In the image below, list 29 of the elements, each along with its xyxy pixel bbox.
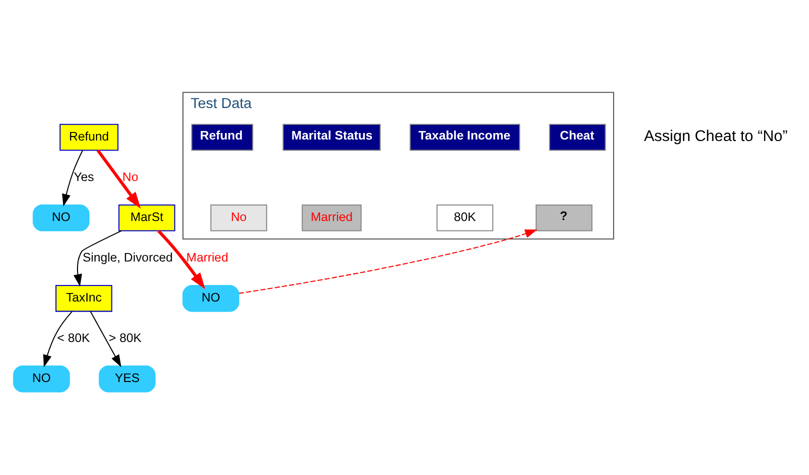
node-box: Marital Status bbox=[282, 123, 380, 150]
node-box: NO bbox=[12, 365, 70, 392]
node-box: ? bbox=[535, 204, 592, 231]
label: Assign Cheat to “No” bbox=[643, 127, 788, 144]
arrow bbox=[42, 310, 72, 367]
arrow bbox=[96, 148, 140, 208]
node-box: Cheat bbox=[548, 123, 606, 150]
edge-label: > 80K bbox=[108, 330, 141, 344]
arrow bbox=[156, 229, 205, 289]
node-box: NO bbox=[32, 204, 90, 231]
edge-label: Yes bbox=[73, 169, 94, 184]
edge-label: < 80K bbox=[56, 330, 90, 344]
node-box: YES bbox=[98, 365, 156, 392]
arrow bbox=[73, 230, 122, 286]
node-box: Refund bbox=[59, 123, 118, 150]
node-box: MarSt bbox=[118, 204, 175, 231]
node-box: Refund bbox=[190, 123, 253, 150]
node-box: NO bbox=[182, 284, 239, 312]
node-box: Taxable Income bbox=[409, 123, 520, 150]
edge-label: No bbox=[122, 169, 138, 184]
node-box: Married bbox=[301, 204, 362, 231]
node-box: TaxInc bbox=[54, 284, 112, 312]
edge-label: Single, Divorced bbox=[82, 250, 172, 264]
node-box: 80K bbox=[436, 204, 493, 231]
arrow bbox=[89, 310, 121, 367]
arrow bbox=[62, 150, 83, 206]
arrow bbox=[238, 228, 537, 294]
edge-label: Married bbox=[186, 250, 228, 264]
node-box: No bbox=[210, 204, 267, 231]
